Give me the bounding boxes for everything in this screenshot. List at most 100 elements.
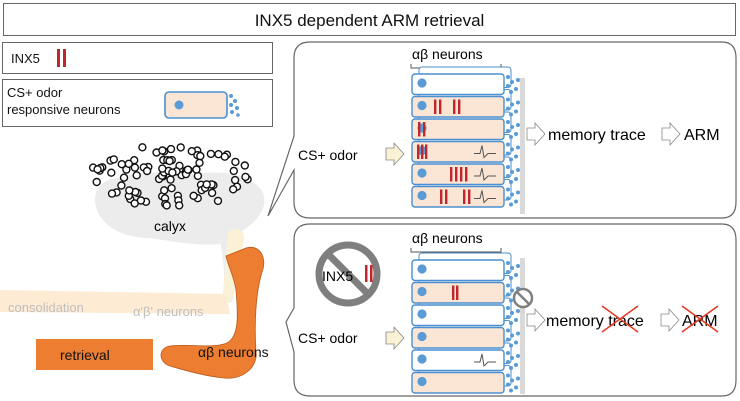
bottom-odor-label: CS+ odor — [298, 330, 358, 346]
vesicle-dot — [514, 273, 518, 277]
vesicle-dot — [506, 120, 510, 124]
calyx-bouton — [125, 186, 134, 195]
calyx-bouton — [166, 175, 175, 184]
neuron-soma — [417, 168, 427, 178]
vesicle-dot — [506, 306, 510, 310]
neuron-soma — [417, 286, 427, 297]
vesicle-dot — [514, 132, 518, 136]
bottom-panel: αβ neurons INX5 CS+ odor memory trace AR… — [285, 223, 737, 397]
calyx-bouton — [142, 166, 152, 176]
vesicle-dot — [506, 84, 510, 88]
vesicle-dot — [516, 264, 520, 268]
neuron-cell — [411, 163, 505, 186]
neuron-soma — [417, 331, 427, 342]
neuron-cell — [411, 185, 505, 208]
legend-neuron-box: CS+ odor responsive neurons — [2, 79, 273, 127]
vesicle-dot — [510, 102, 514, 107]
vesicle-dot — [506, 292, 510, 297]
inx5-channel — [417, 144, 420, 159]
calyx-bouton — [162, 201, 171, 210]
spike-trace — [474, 145, 496, 159]
calyx-bouton — [132, 171, 141, 180]
vesicle-dot — [509, 157, 513, 162]
vesicle-dot — [510, 333, 514, 338]
neuron-cell — [411, 259, 505, 282]
calyx-label: calyx — [154, 218, 186, 234]
vesicle-dot — [510, 266, 514, 270]
inx5-channel — [465, 167, 468, 182]
calyx-bouton — [158, 164, 167, 173]
inx5-channel — [460, 167, 463, 182]
calyx-bouton — [138, 143, 147, 152]
legend-neuron-label-1: CS+ odor — [7, 85, 63, 100]
vesicle-dot — [514, 340, 518, 345]
calyx-bouton — [229, 166, 239, 176]
vesicle-dot — [506, 174, 510, 178]
vesicle-dot — [516, 100, 520, 105]
vesicle-dot — [516, 168, 520, 172]
calyx-bouton — [240, 161, 250, 170]
top-panel-header: αβ neurons — [412, 46, 483, 62]
neuron-cell — [411, 73, 505, 96]
vesicle-dot — [514, 177, 518, 181]
vesicle-dot — [506, 261, 510, 265]
calyx-boutons — [88, 143, 252, 210]
vesicle-dot — [510, 80, 514, 84]
neuron-soma — [417, 100, 427, 111]
inx5-channel — [458, 99, 461, 114]
neuron-soma — [417, 78, 427, 88]
vesicle-dot — [510, 356, 514, 360]
top-odor-arrow — [385, 141, 405, 167]
calyx-bouton — [241, 172, 250, 182]
calyx-bouton — [109, 155, 119, 164]
vesicle-dot — [506, 142, 510, 147]
vesicle-dot — [516, 376, 520, 381]
inx5-channel — [455, 167, 458, 182]
vesicle-dot — [514, 154, 518, 159]
inx5-channel — [452, 285, 455, 300]
inx5-channel — [468, 189, 471, 204]
calyx-bouton — [117, 159, 127, 169]
vesicle-dot — [506, 328, 510, 333]
vesicle-dot — [506, 196, 510, 201]
calyx-bouton — [189, 191, 198, 201]
calyx-bouton — [202, 180, 211, 189]
consolidation-label: consolidation — [8, 300, 84, 315]
vesicle-dot — [514, 363, 518, 367]
memory-trace-cross — [601, 305, 639, 333]
calyx-bouton — [158, 146, 167, 155]
top-neuron-stack — [411, 66, 520, 208]
vesicle-dot — [506, 106, 510, 111]
vesicle-dot — [506, 97, 510, 102]
calyx-bouton — [207, 188, 217, 198]
vesicle-dot — [506, 75, 510, 79]
neuron-soma — [417, 309, 427, 319]
top-odor-label: CS+ odor — [298, 147, 358, 163]
ab-prime-label: α'β' neurons — [133, 304, 204, 319]
calyx-bouton — [107, 168, 116, 177]
calyx-bouton — [230, 175, 240, 185]
ab-neurons-label: αβ neurons — [198, 344, 269, 360]
inx5-channel — [423, 122, 426, 137]
calyx-bouton — [93, 165, 102, 174]
legend-neuron-label-2: responsive neurons — [7, 102, 121, 117]
calyx-bouton — [220, 152, 230, 161]
neuron-cell — [411, 140, 505, 163]
vesicle-dot — [514, 199, 518, 204]
calyx-bouton — [159, 186, 169, 195]
vesicle-dot — [514, 87, 518, 91]
neuron-cell — [411, 371, 505, 394]
vesicle-dot — [514, 109, 518, 114]
top-memory-trace-label: memory trace — [548, 127, 646, 144]
vesicle-dot — [509, 321, 513, 325]
vesicle-dot — [516, 331, 520, 336]
spike-trace — [474, 167, 496, 182]
vesicle-dot — [510, 192, 514, 197]
vesicle-dot — [516, 309, 520, 313]
spike-trace — [474, 190, 496, 204]
neuron-cell — [411, 326, 505, 349]
vesicle-dot — [506, 165, 510, 169]
vesicle-dot — [510, 125, 514, 129]
vesicle-dot — [510, 311, 514, 315]
bottom-panel-header: αβ neurons — [412, 230, 483, 246]
